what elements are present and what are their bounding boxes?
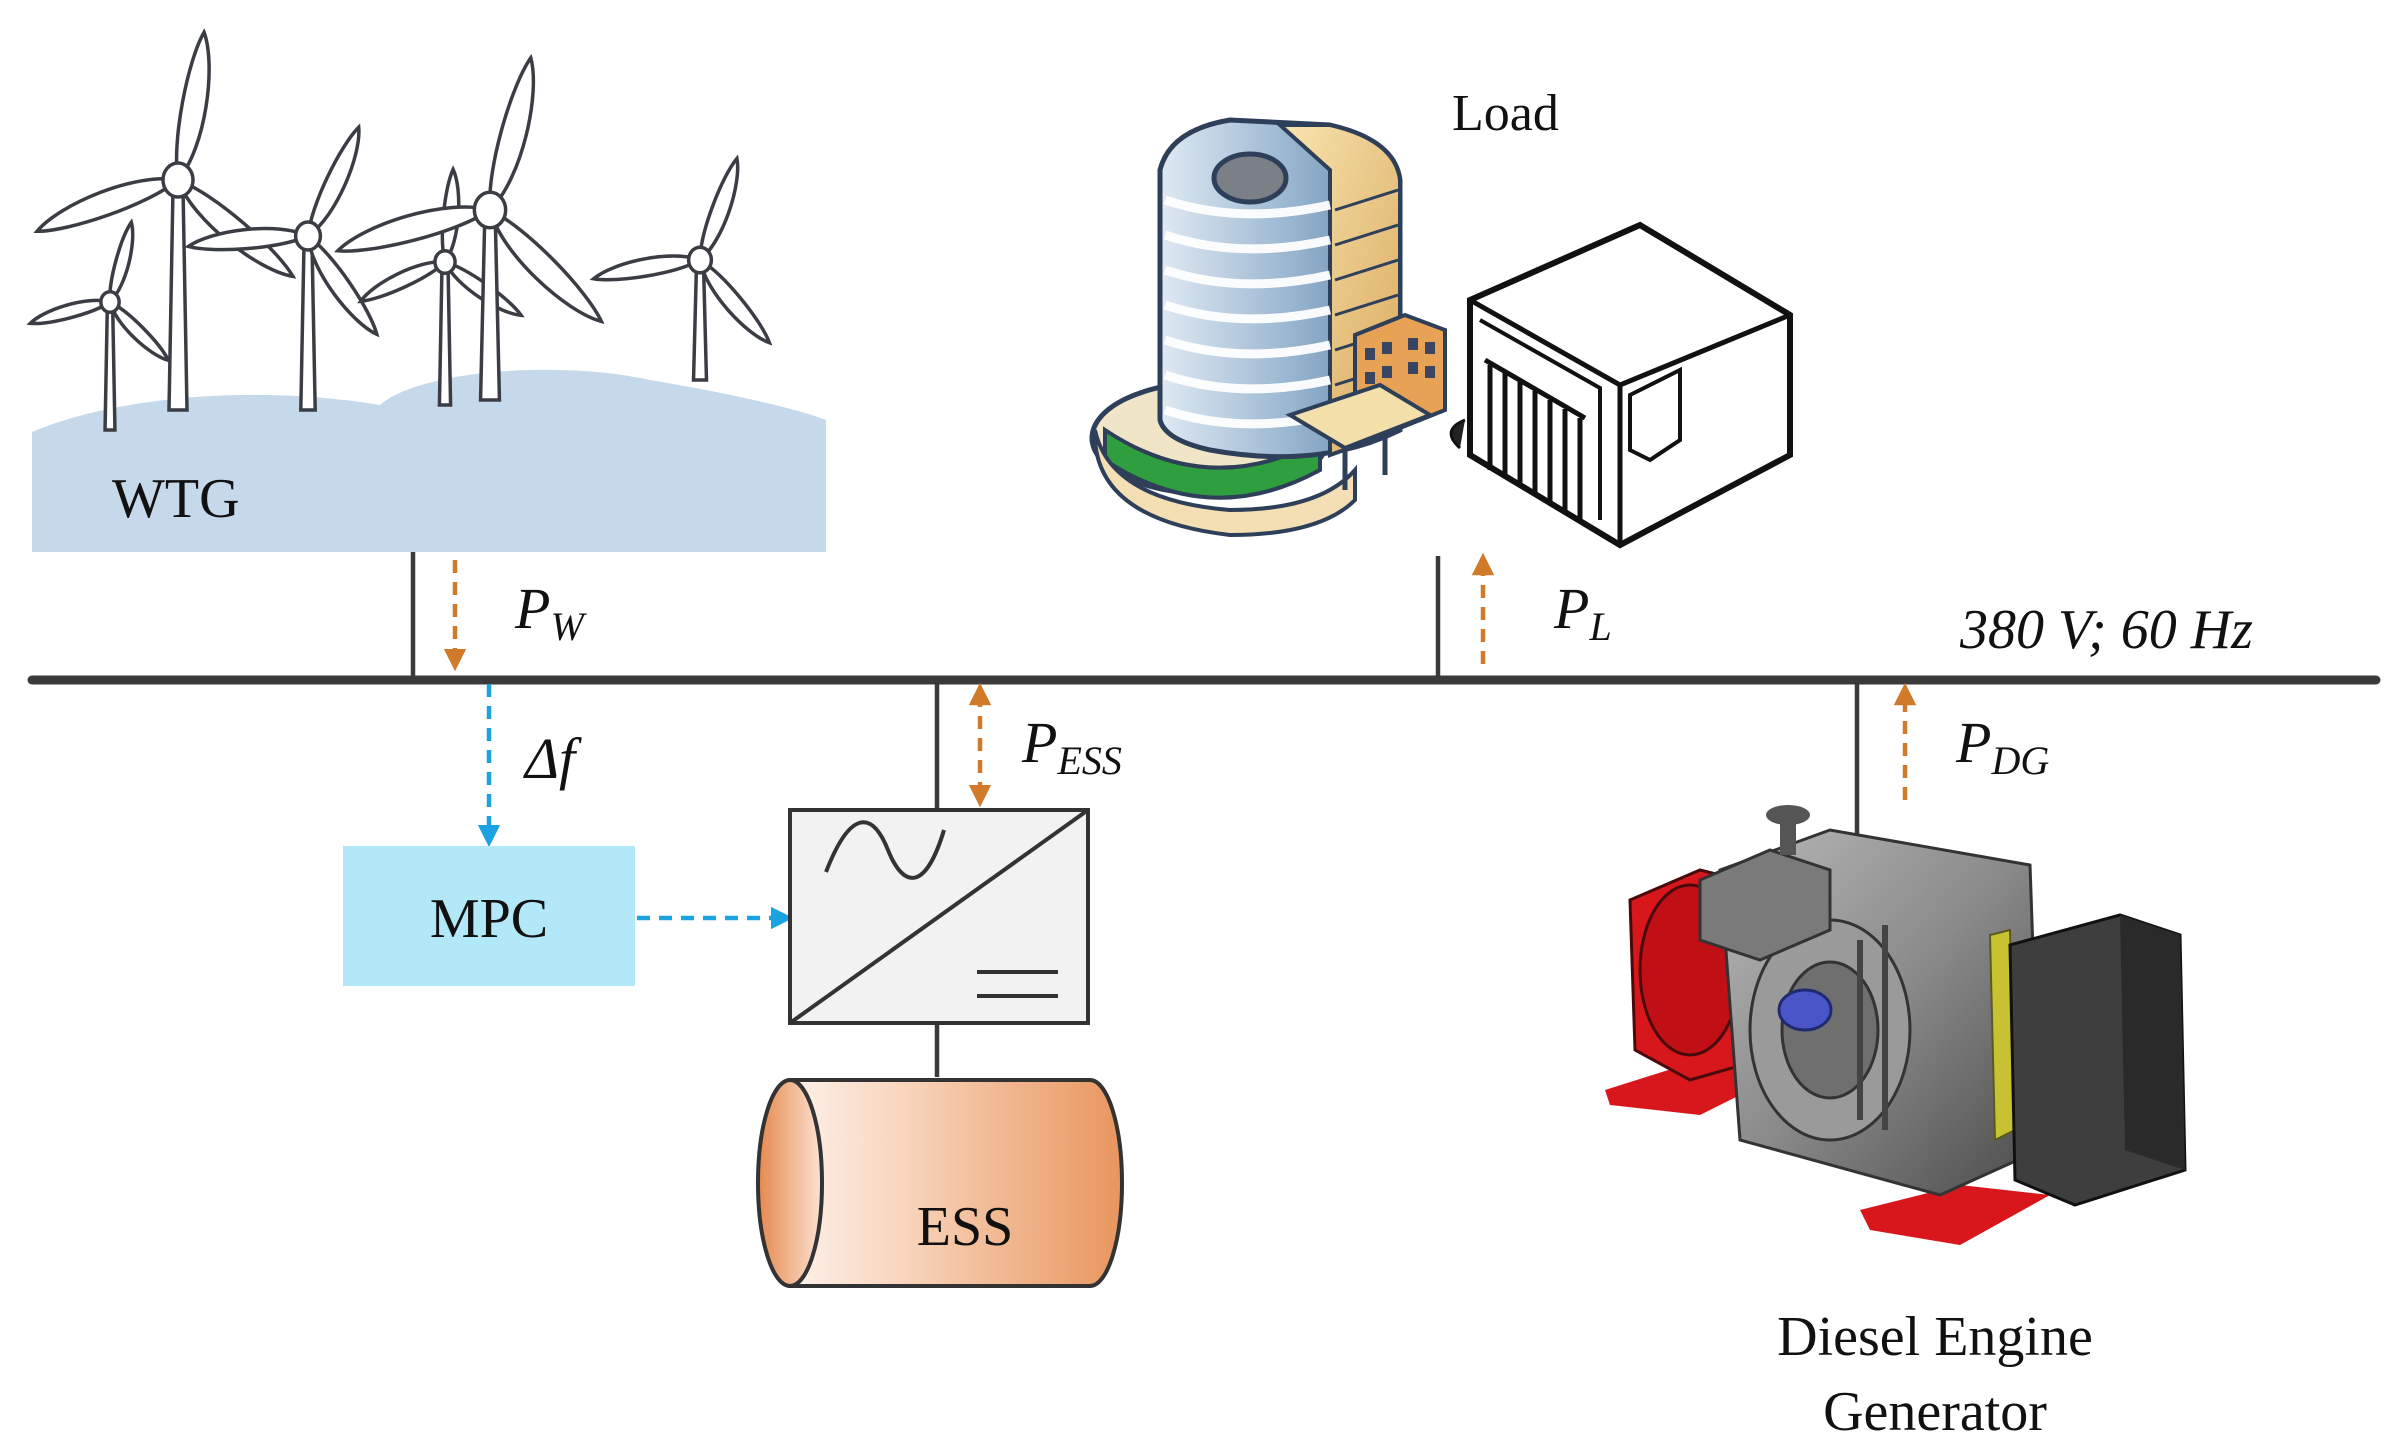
- wind-turbine-icon: [33, 28, 297, 412]
- load-transformer-icon: [1449, 221, 1793, 549]
- load-label: Load: [1452, 85, 1559, 142]
- load-building-icon: [1089, 117, 1447, 538]
- ac-sine-icon: [824, 820, 946, 880]
- p-ess-label: PESS: [1021, 710, 1122, 783]
- wind-farm: WTG: [26, 28, 826, 552]
- wind-turbine-icon: [589, 154, 773, 382]
- diesel-generator-label-line2: Generator: [1823, 1381, 2047, 1443]
- wind-turbine-icon: [357, 165, 525, 407]
- mpc-controller-box: [343, 846, 635, 986]
- p-load-label: PL: [1553, 576, 1612, 649]
- frequency-deviation-label: Δf: [523, 726, 582, 791]
- ess-tank-icon: [756, 1078, 1124, 1288]
- wtg-label: WTG: [112, 468, 240, 530]
- wind-turbines: [26, 28, 773, 432]
- power-converter-icon: [788, 808, 1090, 1025]
- diesel-generator-icon: [1605, 805, 2187, 1245]
- wind-turbine-icon: [334, 53, 605, 402]
- wind-turbine-icon: [26, 218, 172, 432]
- p-wind-label: PW: [514, 576, 587, 649]
- mpc-label: MPC: [430, 888, 548, 950]
- wind-turbine-icon: [184, 123, 380, 412]
- hills: [32, 369, 826, 552]
- ess-label: ESS: [917, 1196, 1014, 1258]
- bus-rating-label: 380 V; 60 Hz: [1959, 599, 2253, 661]
- diesel-generator-label-line1: Diesel Engine: [1777, 1306, 2093, 1368]
- p-dg-label: PDG: [1955, 710, 2049, 783]
